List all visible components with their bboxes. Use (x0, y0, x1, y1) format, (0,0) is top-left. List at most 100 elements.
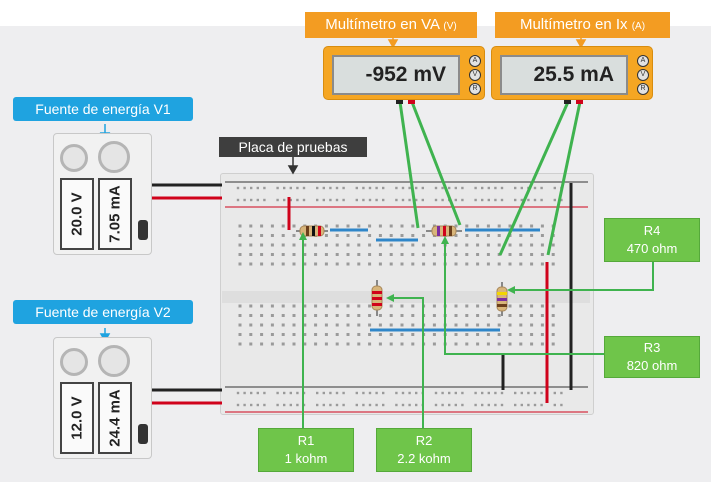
power-supply-v2[interactable]: 12.0 V 24.4 mA (53, 337, 152, 459)
breadboard-hole (486, 342, 490, 346)
rail-hole (302, 198, 306, 202)
breadboard-hole (324, 224, 328, 228)
current-knob[interactable] (98, 345, 130, 377)
breadboard-hole (465, 253, 469, 256)
r2-name: R2 (415, 433, 433, 448)
breadboard-hole (508, 253, 512, 256)
breadboard-hole (454, 234, 458, 237)
rail-hole (401, 403, 405, 407)
breadboard-hole (400, 224, 404, 228)
breadboard-hole (292, 333, 296, 336)
r4-value: 470 ohm (626, 241, 678, 256)
rail-hole (520, 391, 523, 395)
power-supply-v1[interactable]: 20.0 V 7.05 mA (53, 133, 152, 255)
breadboard-hole (303, 333, 307, 336)
breadboard-hole (292, 253, 296, 256)
breadboard-hole (368, 314, 372, 317)
rail-hole (415, 186, 418, 190)
rail-hole (540, 391, 543, 395)
voltage-knob[interactable] (60, 144, 88, 172)
rail-hole (560, 391, 563, 395)
rail-hole (236, 198, 240, 202)
breadboard-hole (324, 243, 328, 247)
multimeter-va[interactable]: -952 mV A V R (323, 46, 485, 100)
breadboard-hole (540, 234, 544, 237)
breadboard-hole (389, 262, 393, 266)
breadboard-hole (335, 243, 339, 247)
current-knob[interactable] (98, 141, 130, 173)
rail-hole (500, 198, 504, 202)
breadboard-hole (454, 342, 458, 346)
multimeter-ix[interactable]: 25.5 mA A V R (491, 46, 653, 100)
mode-r-button[interactable]: R (469, 83, 481, 95)
breadboard-hole (260, 342, 264, 346)
breadboard-hole (540, 253, 544, 256)
power-switch[interactable] (138, 424, 148, 444)
breadboard-hole (476, 253, 480, 256)
voltage-knob[interactable] (60, 348, 88, 376)
breadboard-hole (270, 243, 274, 247)
breadboard-hole (411, 243, 415, 247)
rail-hole (243, 391, 246, 395)
breadboard-hole (292, 314, 296, 317)
rail-hole (322, 198, 325, 202)
meter-va-label: Multímetro en VA (325, 16, 440, 33)
breadboard-callout: Placa de pruebas (219, 137, 367, 157)
rail-hole (342, 403, 345, 407)
breadboard-hole (454, 323, 458, 327)
rail-hole (454, 198, 457, 202)
breadboard-hole (368, 243, 372, 247)
r2-value: 2.2 kohm (397, 451, 451, 466)
rail-hole (243, 403, 246, 407)
rail-hole (250, 198, 253, 202)
rail-hole (395, 391, 398, 395)
rail-hole (415, 391, 418, 395)
breadboard-hole (432, 262, 436, 266)
breadboard-hole (530, 342, 534, 346)
breadboard-hole (378, 323, 382, 327)
rail-hole (415, 403, 418, 407)
breadboard-hole (486, 234, 490, 237)
rail-hole (533, 403, 537, 407)
breadboard-hole (249, 323, 253, 327)
r4-callout: R4 470 ohm (604, 218, 700, 262)
rail-hole (256, 391, 259, 395)
breadboard-hole (540, 224, 544, 228)
breadboard-hole (411, 342, 415, 346)
rail-hole (454, 186, 457, 190)
breadboard-hole (400, 323, 404, 327)
mode-v-button[interactable]: V (637, 69, 649, 81)
breadboard-hole (281, 314, 285, 317)
breadboard-hole (238, 253, 242, 256)
breadboard-hole (530, 323, 534, 327)
mode-a-button[interactable]: A (469, 55, 481, 67)
rail-hole (362, 186, 365, 190)
rail-hole (296, 198, 299, 202)
breadboard-hole (238, 314, 242, 317)
power-switch[interactable] (138, 220, 148, 240)
rail-hole (461, 198, 464, 202)
breadboard-hole (411, 253, 415, 256)
breadboard-hole (540, 243, 544, 247)
rail-hole (533, 198, 537, 202)
mode-v-button[interactable]: V (469, 69, 481, 81)
rail-hole (553, 391, 556, 395)
rail-hole (355, 403, 358, 407)
breadboard-hole (270, 253, 274, 256)
rail-hole (540, 198, 543, 202)
breadboard-hole (260, 323, 264, 327)
breadboard-hole (476, 234, 480, 237)
mode-r-button[interactable]: R (637, 83, 649, 95)
rail-hole (494, 198, 497, 202)
breadboard-hole (324, 234, 328, 237)
probe-va-1 (398, 101, 420, 229)
r3-value: 820 ohm (626, 358, 678, 373)
rail-hole (283, 198, 286, 202)
mode-a-button[interactable]: A (637, 55, 649, 67)
breadboard-hole (389, 243, 393, 247)
rail-hole (289, 403, 292, 407)
breadboard-hole (368, 224, 372, 228)
rail-hole (250, 391, 253, 395)
v2-voltage-display: 12.0 V (60, 382, 94, 454)
v2-current-value: 24.4 mA (106, 389, 124, 447)
